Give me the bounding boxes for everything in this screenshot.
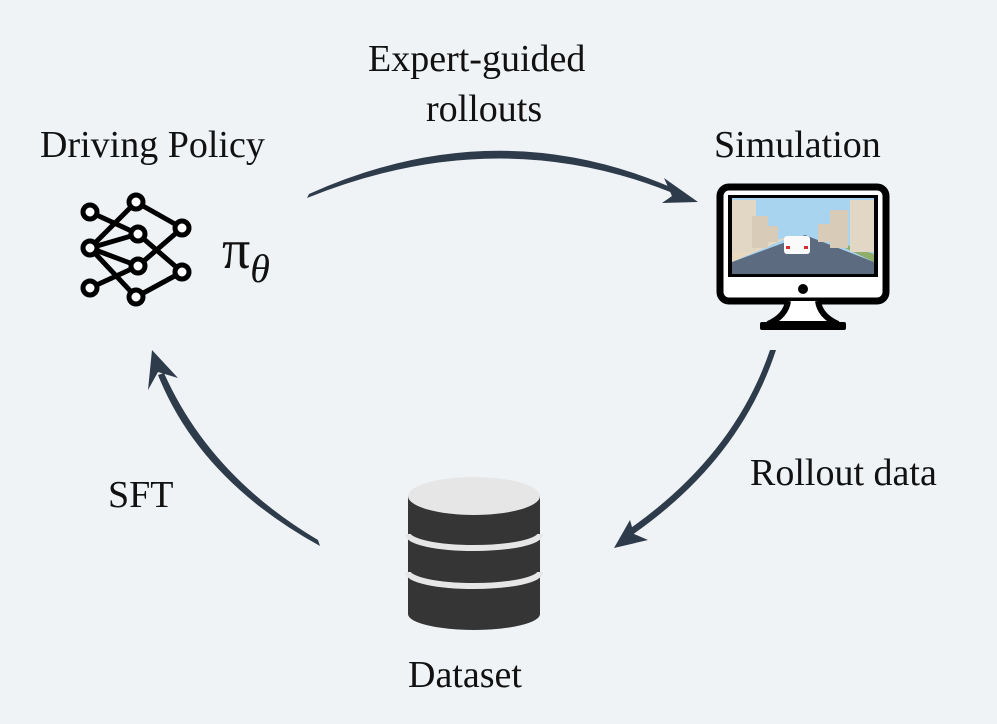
pi-symbol: π — [222, 219, 251, 281]
arrow-simulation-to-dataset — [614, 350, 776, 548]
theta-subscript: θ — [250, 246, 270, 291]
policy-label: Driving Policy — [40, 124, 265, 166]
edge-label-expert-line2: rollouts — [426, 88, 543, 130]
neural-network-icon — [80, 192, 192, 307]
simulation-scene — [732, 198, 874, 274]
arrow-dataset-to-policy — [148, 350, 320, 546]
simulation-label: Simulation — [714, 124, 881, 166]
edge-label-sft: SFT — [108, 474, 174, 516]
edge-label-expert-line1: Expert-guided — [368, 38, 586, 80]
dataset-label: Dataset — [408, 654, 522, 696]
database-icon — [405, 477, 543, 630]
arrow-policy-to-simulation — [307, 150, 698, 203]
edge-label-rollout-data: Rollout data — [750, 452, 937, 494]
policy-symbol: πθ — [222, 219, 270, 289]
monitor-icon — [716, 183, 890, 330]
